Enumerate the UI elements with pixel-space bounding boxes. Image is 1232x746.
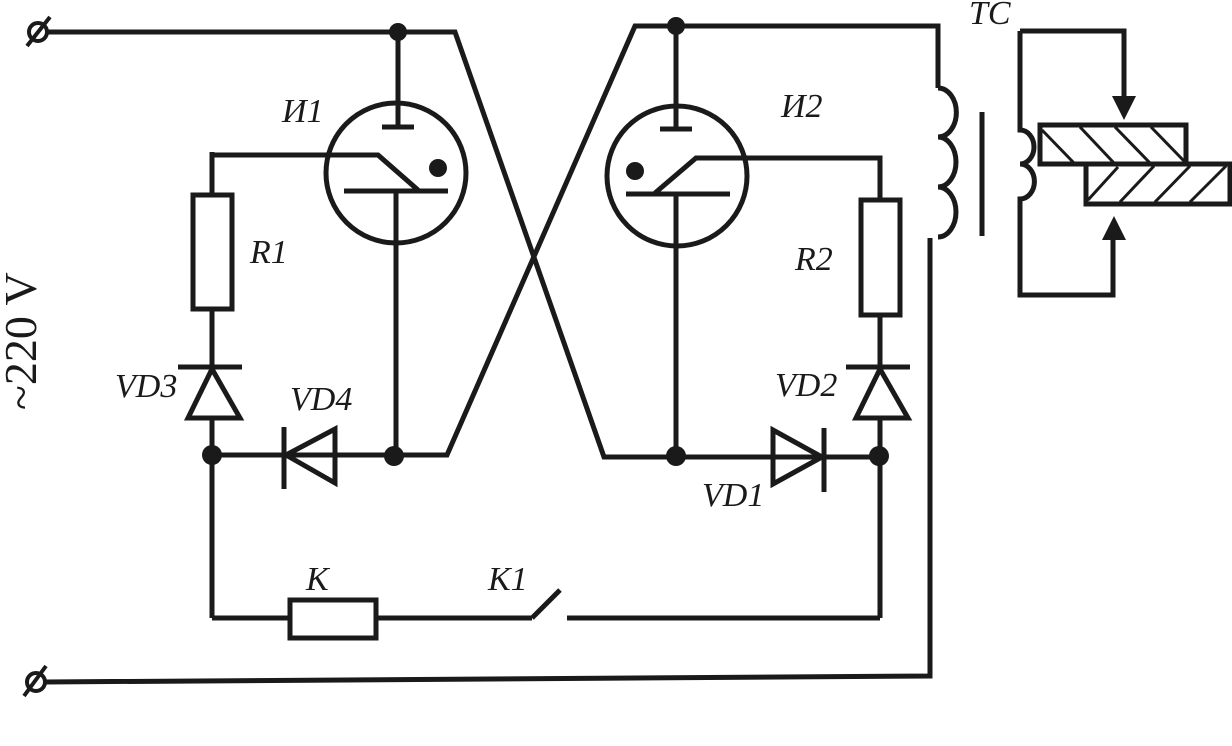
resistor-r1-label: R1	[249, 234, 288, 271]
supply-terminal-bottom	[22, 664, 48, 698]
transformer-tc	[937, 28, 1136, 298]
junction-i1-cathode	[384, 446, 404, 466]
ignitron-1	[212, 32, 469, 455]
diode-vd2	[846, 363, 913, 618]
diode-vd4-label: VD4	[290, 381, 352, 418]
diode-vd4	[280, 424, 338, 489]
diode-vd3	[178, 363, 245, 618]
diode-vd1	[770, 425, 828, 492]
wire-supply-bottom	[44, 238, 933, 685]
ignitron-1-label: И1	[281, 93, 324, 130]
diode-vd1-label: VD1	[702, 477, 764, 514]
supply-terminal-top	[25, 15, 52, 48]
junction-left-bottom	[202, 445, 222, 465]
relay-coil-k	[287, 597, 379, 641]
resistor-r1	[190, 192, 235, 312]
diode-vd3-label: VD3	[115, 368, 177, 405]
wire-top-left	[47, 29, 878, 460]
supply-voltage-label: ~220 V	[0, 272, 46, 410]
workpiece-lower	[1083, 161, 1232, 207]
junction-i2-cathode	[666, 446, 686, 466]
relay-contact-label: K1	[487, 561, 528, 598]
transformer-label: TC	[969, 0, 1011, 32]
resistor-r2-label: R2	[794, 241, 833, 278]
resistor-r2	[858, 197, 903, 318]
diode-vd2-label: VD2	[775, 367, 837, 404]
ignitron-2	[604, 26, 883, 457]
ignitron-2-label: И2	[780, 88, 823, 125]
workpiece-upper	[1037, 122, 1189, 167]
wire-top-right	[212, 23, 941, 458]
relay-coil-label: K	[305, 561, 331, 598]
junction-right-bottom	[869, 446, 889, 466]
relay-contact-k1	[530, 588, 562, 620]
